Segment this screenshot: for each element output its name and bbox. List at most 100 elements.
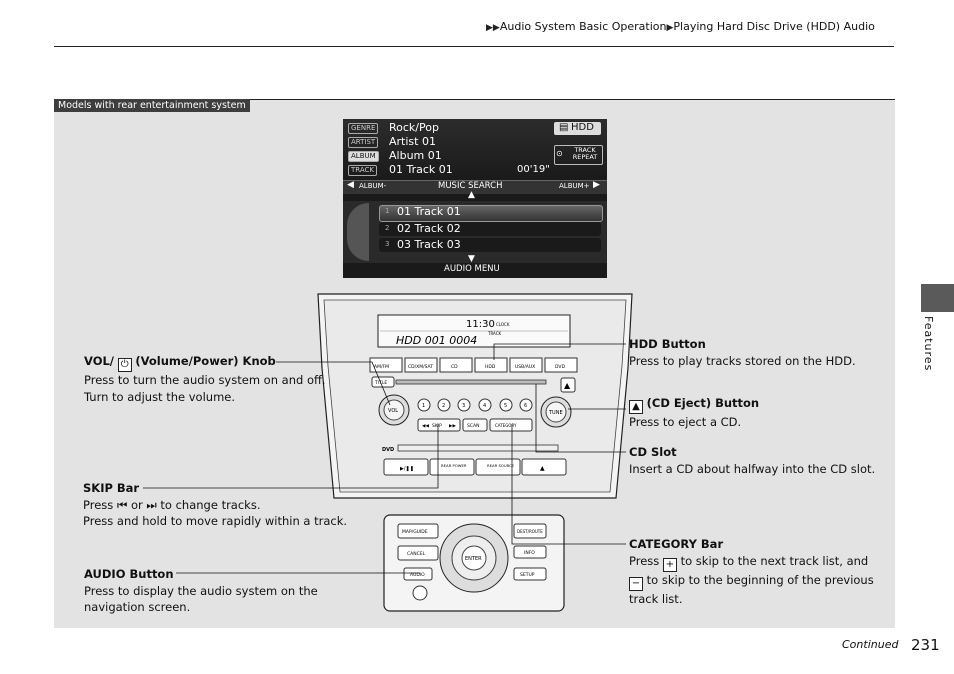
track-num: 3	[385, 240, 390, 248]
dvd-slot[interactable]	[397, 444, 559, 452]
side-tab-label[interactable]: Features	[922, 316, 935, 372]
enter-button[interactable]	[461, 545, 487, 571]
scan-button[interactable]	[462, 418, 488, 432]
cd-eject-button[interactable]	[560, 377, 576, 393]
usb-aux-label: USB/AUX	[515, 364, 535, 370]
audio-title: AUDIO Button	[84, 567, 174, 581]
audio-menu-label[interactable]: AUDIO MENU	[444, 264, 500, 274]
rear-power-button[interactable]	[429, 458, 475, 476]
category-desc: track list.	[629, 591, 683, 606]
preset-5-button[interactable]	[499, 398, 513, 412]
head-unit: 11:30 CLOCK TRACK HDD 001 0004 AM/FM CD/…	[310, 290, 640, 620]
track-title[interactable]: 02 Track 02	[397, 222, 461, 235]
source-buttons: AM/FM CD/XM/SAT CD HDD USB/AUX DVD	[369, 357, 578, 373]
display-clock-label: CLOCK	[496, 322, 510, 327]
repeat-label: TRACK REPEAT	[572, 146, 598, 161]
cd-button[interactable]	[439, 357, 473, 373]
skip-bar[interactable]	[417, 418, 461, 432]
track-title[interactable]: 03 Track 03	[397, 238, 461, 251]
vol-leader	[276, 361, 391, 406]
category-title: CATEGORY Bar	[629, 537, 724, 551]
eject-title: (CD Eject) Button	[646, 396, 760, 410]
tune-knob-center[interactable]	[545, 401, 567, 423]
minus-icon: −	[629, 576, 643, 591]
plus-icon: +	[662, 557, 677, 572]
eject-icon: ▲	[629, 400, 643, 414]
cd-xm-label: CD/XM/SAT	[408, 364, 433, 370]
dest-route-button[interactable]	[513, 523, 547, 539]
setup-button[interactable]	[513, 567, 547, 581]
track-row[interactable]	[379, 222, 601, 236]
scan-label: SCAN	[467, 423, 479, 429]
rear-source-label: REAR SOURCE	[487, 463, 515, 468]
breadcrumb-arrow-icon: ▶	[666, 23, 674, 33]
vol-desc: Press to turn the audio system on and of…	[84, 373, 326, 387]
cd-xm-button[interactable]	[404, 357, 438, 373]
dvd-eject-button[interactable]	[521, 458, 567, 476]
navigation-screen: GENRE Rock/Pop ARTIST Artist 01 ALBUM Al…	[343, 119, 607, 278]
track-num: 2	[385, 224, 390, 232]
vol-title-pre: VOL/	[84, 354, 115, 368]
audio-button[interactable]	[403, 567, 433, 581]
inner-bezel	[323, 299, 627, 493]
cd-label: CD	[451, 364, 458, 370]
album-next-label[interactable]: ALBUM+	[559, 182, 590, 190]
scroll-down-icon[interactable]: ▼	[468, 254, 475, 264]
preset-4-button[interactable]	[478, 398, 492, 412]
preset-3-button[interactable]	[457, 398, 471, 412]
track-row[interactable]	[379, 238, 601, 252]
preset-buttons: 1 2 3 4 5 6	[417, 398, 533, 412]
rear-source-button[interactable]	[475, 458, 521, 476]
category-desc: to skip to the next track list, and	[680, 553, 869, 568]
play-pause-button[interactable]	[383, 458, 429, 476]
source-badge	[554, 122, 601, 135]
usb-aux-button[interactable]	[509, 357, 543, 373]
dvd-button[interactable]	[544, 357, 578, 373]
music-search-label[interactable]: MUSIC SEARCH	[438, 181, 503, 191]
tune-knob-label: TUNE	[548, 410, 563, 416]
skip-hold-desc: Press and hold to move rapidly within a …	[83, 514, 348, 528]
preset-6-button[interactable]	[519, 398, 533, 412]
cd-slot[interactable]	[395, 379, 547, 385]
skip-back-icon: ⏮	[116, 497, 128, 512]
vol-knob-label: VOL	[388, 408, 398, 414]
info-button[interactable]	[513, 545, 547, 559]
setup-label: SETUP	[520, 572, 535, 578]
am-fm-label: AM/FM	[374, 364, 389, 370]
category-bar[interactable]	[489, 418, 533, 432]
vol-knob-center[interactable]	[383, 399, 405, 421]
category-press: Press	[629, 553, 660, 568]
header-rule	[54, 46, 894, 47]
hdd-title: HDD Button	[629, 337, 706, 351]
track-title[interactable]: 01 Track 01	[397, 205, 461, 218]
breadcrumb-section[interactable]: Audio System Basic Operation	[499, 20, 667, 33]
preset-2-button[interactable]	[437, 398, 451, 412]
voice-button[interactable]	[412, 585, 428, 601]
eject-desc: Press to eject a CD.	[629, 415, 742, 429]
album-value: Album 01	[389, 149, 442, 162]
skip-label: SKIP	[432, 423, 442, 429]
repeat-button[interactable]	[554, 145, 603, 165]
hdd-button[interactable]	[474, 357, 508, 373]
am-fm-button[interactable]	[369, 357, 403, 373]
breadcrumb-page[interactable]: Playing Hard Disc Drive (HDD) Audio	[673, 20, 875, 33]
map-guide-button[interactable]	[397, 523, 439, 539]
preset-label: 2	[442, 403, 445, 409]
preset-label: 1	[422, 403, 425, 409]
dvd-eject-icon: ▲	[540, 465, 545, 472]
skip-prev-icon: ◀◀	[422, 424, 429, 429]
track-row-selected[interactable]	[379, 205, 603, 222]
map-guide-label: MAP/GUIDE	[402, 529, 428, 535]
skip-press: Press	[83, 497, 114, 512]
title-button[interactable]	[371, 376, 395, 388]
album-prev-icon[interactable]: ◀	[347, 180, 354, 190]
cancel-button[interactable]	[397, 545, 439, 561]
audio-desc: Press to display the audio system on the	[84, 583, 318, 598]
preset-1-button[interactable]	[417, 398, 431, 412]
preset-label: 6	[524, 403, 527, 409]
elapsed-time: 00'19"	[517, 164, 550, 175]
scroll-up-icon[interactable]: ▲	[468, 190, 475, 200]
album-next-icon[interactable]: ▶	[593, 180, 600, 190]
album-prev-label[interactable]: ALBUM-	[359, 182, 387, 190]
